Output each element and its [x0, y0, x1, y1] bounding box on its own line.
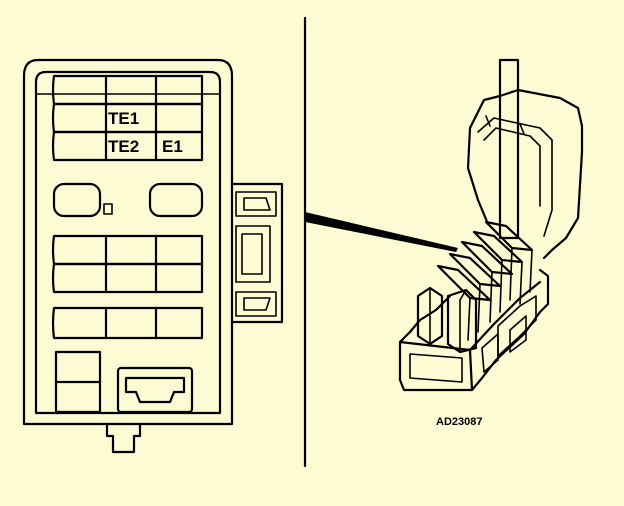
- terminal-blade-4: [448, 252, 502, 288]
- leader-pointer: [305, 212, 458, 252]
- terminal-lock-notch: [103, 203, 113, 215]
- block-cover: [468, 88, 584, 260]
- connector-outer-housing: [22, 58, 234, 426]
- terminal-row-5: [51, 262, 204, 294]
- connector-block-perspective: [398, 58, 584, 392]
- terminal-blade-2: [472, 230, 524, 264]
- terminal-label-te2: TE2: [108, 137, 139, 156]
- terminal-row-3: [51, 130, 204, 162]
- figure-code: AD23087: [436, 416, 482, 428]
- front-terminal-2: [446, 288, 478, 354]
- terminal-label-e1: E1: [162, 137, 183, 156]
- connector-side-latch: [230, 182, 284, 324]
- terminal-cavity-left: [52, 182, 102, 218]
- terminal-label-te1: TE1: [108, 109, 139, 128]
- connector-face-view: TE1 TE2 E1: [22, 58, 284, 454]
- keyed-cavity: [116, 366, 194, 414]
- connector-key-tab: [105, 422, 142, 454]
- terminal-blade-3: [460, 240, 514, 276]
- terminal-row-1: [51, 74, 204, 106]
- pointer-bar: [498, 58, 520, 240]
- terminal-row-4: [51, 234, 204, 266]
- terminal-blade-5: [436, 264, 492, 302]
- terminal-row-6: [51, 306, 204, 340]
- terminal-cavity-right: [148, 182, 204, 218]
- connector-inner-wall: [34, 70, 222, 96]
